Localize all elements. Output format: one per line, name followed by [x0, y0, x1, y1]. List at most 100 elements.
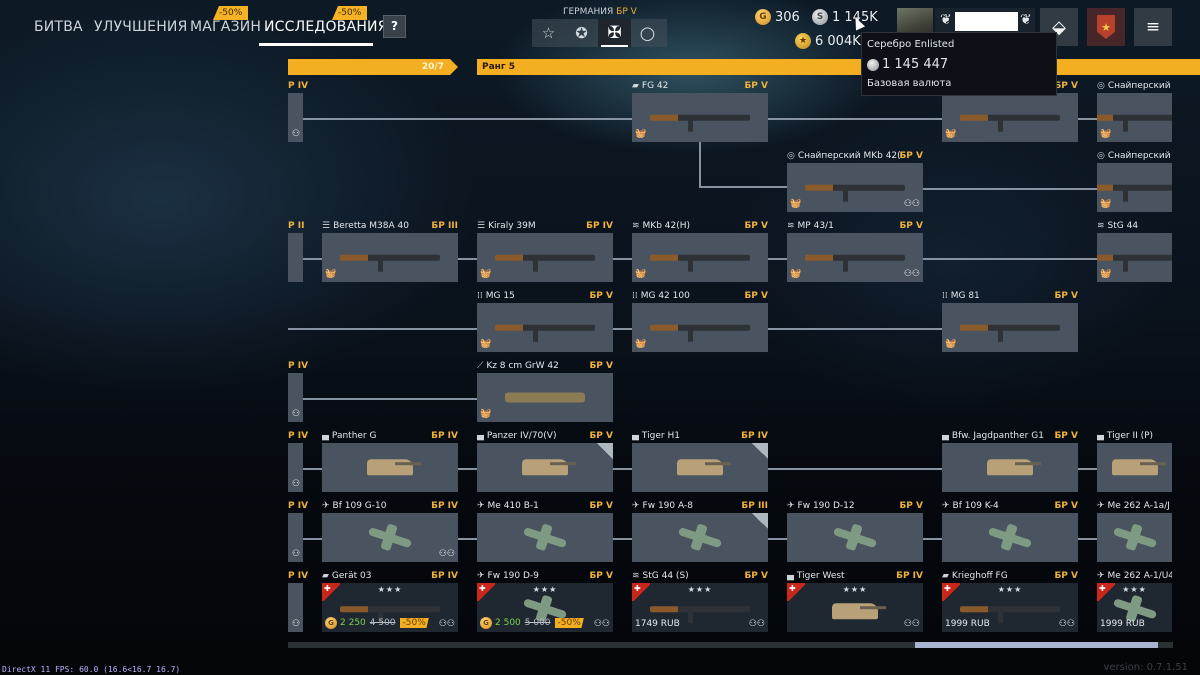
- research-card[interactable]: 🧺: [632, 93, 768, 142]
- tab-upgrades[interactable]: УЛУЧШЕНИЯ: [94, 19, 188, 35]
- star-outline-icon: ☆: [541, 24, 556, 42]
- research-card[interactable]: [632, 513, 768, 562]
- battle-pass-button[interactable]: ⬙: [1040, 8, 1078, 46]
- research-card-partial[interactable]: ⚇: [288, 443, 303, 492]
- tab-shop[interactable]: МАГАЗИН: [190, 19, 262, 35]
- shop-basket-icon: 🧺: [945, 129, 957, 139]
- premium-ribbon-icon: ✚: [942, 583, 960, 601]
- rank-button[interactable]: ★: [1087, 8, 1125, 46]
- card-name: Снайперский: [1107, 81, 1171, 91]
- research-card[interactable]: [632, 443, 768, 492]
- mg-image: [650, 324, 750, 342]
- magazine-icon: ☰: [477, 221, 486, 231]
- silver-tooltip: Серебро Enlisted 1 145 447 Базовая валют…: [861, 32, 1057, 96]
- premium-card[interactable]: ✚★★★1999 RUB⚇⚇: [942, 583, 1078, 632]
- research-card[interactable]: 🧺: [942, 303, 1078, 352]
- assault-icon: ≋: [1097, 221, 1105, 231]
- research-card[interactable]: [787, 513, 923, 562]
- research-card[interactable]: [477, 513, 613, 562]
- research-card-partial[interactable]: ⚇: [288, 373, 303, 422]
- research-card[interactable]: 🧺: [477, 373, 613, 422]
- premium-card[interactable]: ✚★★★1999 RUB: [1097, 583, 1172, 632]
- nation-japan-button[interactable]: ○: [631, 19, 664, 47]
- rifle-image: [650, 254, 750, 272]
- scope-icon: ◎: [1097, 81, 1105, 91]
- magazine-icon: ☰: [322, 221, 331, 231]
- card-label: ✈Me 262 A-1/U4: [1097, 570, 1172, 582]
- price-tag: 1749 RUB: [635, 619, 680, 629]
- silver-currency[interactable]: S 1 145K: [812, 9, 878, 25]
- research-card[interactable]: 🧺: [477, 303, 613, 352]
- research-card[interactable]: 🧺⚇⚇: [787, 163, 923, 212]
- premium-card[interactable]: ✚★★★1749 RUB⚇⚇: [632, 583, 768, 632]
- connector-line: [613, 538, 632, 540]
- research-card[interactable]: 🧺: [322, 233, 458, 282]
- research-card[interactable]: 🧺: [1097, 163, 1172, 212]
- research-card[interactable]: [477, 443, 613, 492]
- menu-button[interactable]: ≡: [1134, 8, 1172, 46]
- research-card[interactable]: 🧺: [632, 233, 768, 282]
- card-label: ◎Снайперский MKb 42(БР V: [787, 150, 923, 162]
- research-card[interactable]: ⚇⚇: [322, 513, 458, 562]
- connector-line: [458, 468, 477, 470]
- tank-image: [987, 458, 1041, 475]
- research-card[interactable]: 🧺: [477, 233, 613, 282]
- card-name: MG 42 100: [640, 291, 690, 301]
- rank-shield-icon: ★: [1097, 15, 1115, 39]
- rifle-image: [1097, 184, 1172, 202]
- card-name: MKb 42(H): [642, 221, 691, 231]
- tab-research[interactable]: ИССЛЕДОВАНИЯ: [264, 19, 388, 35]
- research-card[interactable]: 🧺: [632, 303, 768, 352]
- silver-coin-icon: S: [812, 9, 828, 25]
- price-discounted: 2 500: [495, 618, 521, 628]
- help-button[interactable]: ?: [383, 15, 406, 38]
- research-card[interactable]: 🧺: [942, 93, 1078, 142]
- card-br: БР V: [744, 571, 768, 581]
- card-br: БР V: [1054, 501, 1078, 511]
- squad-icon: ⚇⚇: [438, 549, 455, 559]
- premium-card[interactable]: ✚★★★⚇⚇: [787, 583, 923, 632]
- tab-battle[interactable]: БИТВА: [34, 19, 83, 35]
- tank-image: [367, 458, 421, 475]
- card-label: ▄Tiger II (P): [1097, 430, 1172, 442]
- horizontal-scrollbar[interactable]: [288, 642, 1173, 648]
- research-card[interactable]: 🧺⚇⚇: [787, 233, 923, 282]
- tank-icon: ▄: [1097, 431, 1104, 441]
- card-br: БР V: [1054, 571, 1078, 581]
- card-name: StG 44: [1107, 221, 1139, 231]
- research-card[interactable]: [1097, 443, 1172, 492]
- research-card-partial[interactable]: [288, 233, 303, 282]
- research-card[interactable]: 🧺: [1097, 233, 1172, 282]
- research-card[interactable]: 🧺: [1097, 93, 1172, 142]
- scrollbar-thumb[interactable]: [915, 642, 1158, 648]
- nation-usa-button[interactable]: ☆: [532, 19, 565, 47]
- rifle-image: [1097, 254, 1172, 272]
- bomber-icon: ✈: [477, 501, 485, 511]
- exp-currency[interactable]: ★ 6 004K: [795, 33, 861, 49]
- nation-germany-button[interactable]: ✠: [598, 19, 631, 47]
- connector-line: [699, 186, 787, 188]
- research-card[interactable]: [1097, 513, 1172, 562]
- research-card[interactable]: [942, 513, 1078, 562]
- research-card[interactable]: [942, 443, 1078, 492]
- squad-icon: ⚇: [292, 619, 301, 629]
- rifle-image: [805, 254, 905, 272]
- card-label: ≋StG 44: [1097, 220, 1172, 232]
- card-name: Tiger West: [796, 571, 845, 581]
- research-card-partial[interactable]: ⚇: [288, 583, 303, 632]
- nation-ussr-button[interactable]: ✪: [565, 19, 598, 47]
- gold-coin-icon: G: [325, 617, 337, 629]
- gold-currency[interactable]: G 306: [755, 9, 800, 25]
- price-tag: 1999 RUB: [1100, 619, 1145, 629]
- research-card-partial[interactable]: ⚇: [288, 93, 303, 142]
- premium-ribbon-icon: ✚: [632, 583, 650, 601]
- research-card-partial[interactable]: ⚇: [288, 513, 303, 562]
- research-card[interactable]: [322, 443, 458, 492]
- shop-basket-icon: 🧺: [1100, 199, 1112, 209]
